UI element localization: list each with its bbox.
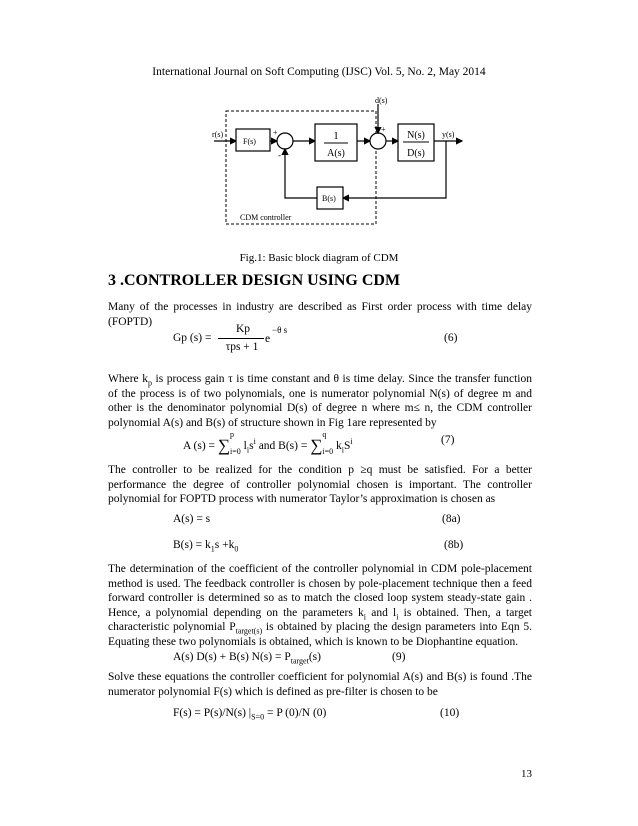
summing-junction-1: [276, 132, 294, 150]
eq6-lhs: Gp (s) =: [173, 332, 212, 344]
eq6-denominator: τps + 1: [225, 341, 259, 353]
section-title: 3 .CONTROLLER DESIGN USING CDM: [108, 272, 401, 289]
eq7-lhs: A (s) =: [183, 440, 216, 452]
eq6-exponent: −θ s: [272, 325, 288, 335]
paragraph-4: The determination of the coefficient of …: [108, 563, 532, 648]
label-n: N(s): [407, 130, 425, 141]
label-plus-2: +: [381, 125, 386, 134]
eq8a-text: A(s) = s: [173, 513, 211, 525]
label-cdm: CDM controller: [240, 213, 292, 222]
label-y: y(s): [442, 130, 455, 139]
eq10-text: F(s) = P(s)/N(s) |S=0 = P (0)/N (0): [173, 707, 327, 722]
label-r: r(s): [212, 130, 223, 139]
eq6-fraction-bar: [218, 338, 264, 339]
eq6-numerator: Kp: [235, 323, 251, 335]
feedback-line-b: [281, 147, 317, 199]
paragraph-5: Solve these equations the controller coe…: [108, 671, 532, 698]
summing-junction-2: [369, 132, 387, 150]
eq9-number: (9): [392, 651, 406, 663]
journal-header: International Journal on Soft Computing …: [152, 66, 486, 78]
eq6-number: (6): [444, 332, 458, 344]
eq7-mid: and B(s) =: [258, 440, 308, 452]
feedback-line-a: [341, 141, 447, 202]
f-block: [235, 128, 271, 152]
eq7-number: (7): [441, 434, 455, 446]
eq8b-text: B(s) = k1s +k0: [173, 539, 239, 554]
cdm-block-diagram: r(s) F(s) + - 1 A(s) d(s) + N(s) D(s) y(…: [212, 96, 464, 225]
label-minus-1: -: [278, 150, 281, 160]
paragraph-2: Where kp is process gain τ is time const…: [108, 373, 532, 429]
eq10-number: (10): [440, 707, 460, 719]
label-d-den: D(s): [407, 148, 425, 159]
page-number: 13: [521, 768, 532, 780]
eq6-e: e: [265, 333, 271, 345]
paragraph-3: The controller to be realized for the co…: [108, 464, 532, 506]
label-d: d(s): [375, 96, 388, 105]
sum-symbol-2: ∑: [310, 436, 323, 455]
controller-boundary: [225, 110, 377, 225]
paragraph-1: Many of the processes in industry are de…: [108, 301, 532, 328]
label-plus-1: +: [273, 128, 278, 137]
eq8a-number: (8a): [442, 513, 461, 525]
label-b: B(s): [322, 194, 336, 203]
eq9-text: A(s) D(s) + B(s) N(s) = Ptarget(s): [173, 651, 321, 666]
label-a-den: A(s): [327, 148, 345, 159]
figure-caption: Fig.1: Basic block diagram of CDM: [239, 252, 399, 264]
label-a-num: 1: [333, 130, 339, 142]
eq8b-number: (8b): [444, 539, 464, 551]
label-f: F(s): [243, 137, 256, 146]
sum-symbol-1: ∑: [217, 436, 231, 455]
